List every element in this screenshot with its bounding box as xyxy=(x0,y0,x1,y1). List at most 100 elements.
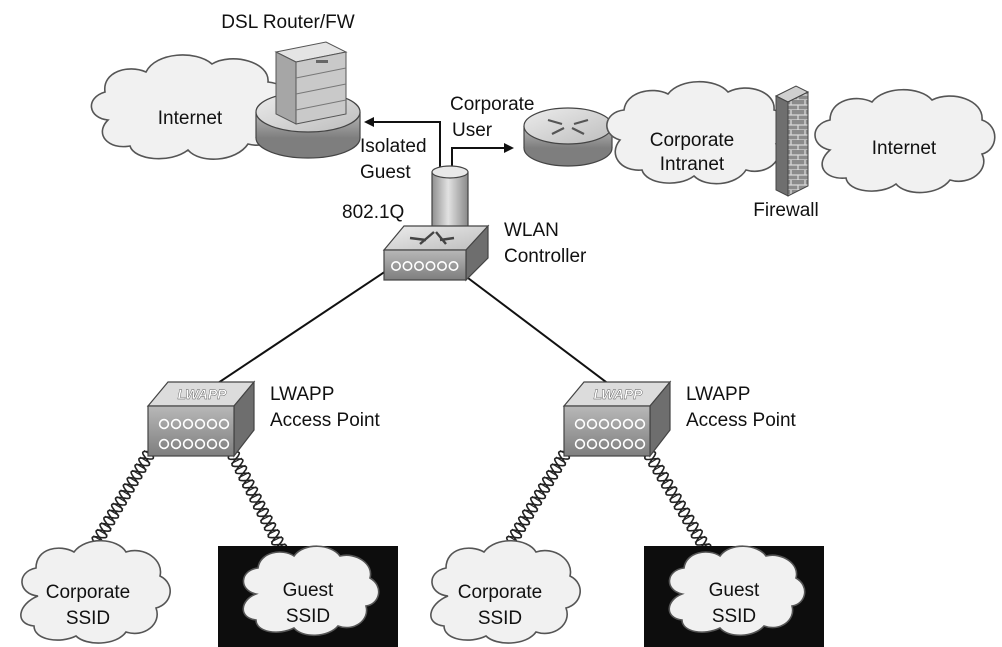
helix-rung xyxy=(694,535,706,543)
corp-ssid-right-label-2: SSID xyxy=(478,608,522,629)
port-ring xyxy=(586,438,598,450)
port-ring xyxy=(574,418,586,430)
helix-rung xyxy=(673,500,685,508)
guest-ssid-right: Guest SSID xyxy=(668,545,806,637)
port-ring xyxy=(436,260,447,271)
helix-rung xyxy=(690,528,702,536)
cloud-icon xyxy=(20,540,171,644)
helix-rung xyxy=(547,469,559,477)
helix-rung xyxy=(252,500,264,507)
corporate-intranet-cloud: Corporate Intranet xyxy=(606,81,791,185)
cloud-icon xyxy=(242,545,380,637)
port-ring xyxy=(158,418,170,430)
port-ring xyxy=(218,418,230,430)
helix-rung xyxy=(96,528,108,536)
helix-rung xyxy=(543,476,555,484)
port-ring xyxy=(206,418,218,430)
helix-rung xyxy=(128,476,139,484)
dsl-router-label: DSL Router/FW xyxy=(221,12,354,33)
helix-rung xyxy=(241,479,254,486)
corp-ssid-right-label-1: Corporate xyxy=(458,582,543,603)
guest-ssid-right-label-2: SSID xyxy=(712,606,756,627)
ap-badge-left: LWAPP xyxy=(177,386,227,402)
internet-right-label: Internet xyxy=(872,138,937,159)
helix-rung xyxy=(259,514,272,522)
guest-ssid-right-label-1: Guest xyxy=(709,580,760,601)
corporate-ssid-right: Corporate SSID xyxy=(430,540,581,644)
port-ring xyxy=(448,260,459,271)
port-ring xyxy=(182,418,194,430)
cloud-icon xyxy=(668,545,806,637)
router-icon xyxy=(523,107,613,145)
corp-ssid-left-label-1: Corporate xyxy=(46,582,131,603)
helix-rung xyxy=(245,486,257,493)
port-ring xyxy=(622,438,634,450)
port-ring xyxy=(158,438,170,450)
helix-rung xyxy=(263,521,275,529)
access-point-icon xyxy=(563,405,651,457)
wlan-controller: WLAN Controller xyxy=(382,220,587,282)
isolated-guest-label-2: Guest xyxy=(360,162,411,183)
helix-rung xyxy=(234,464,246,472)
helix-rung xyxy=(100,522,112,530)
helix-rung xyxy=(124,482,136,490)
helix-rung xyxy=(535,489,547,497)
port-ring xyxy=(170,418,182,430)
guest-ssid-left: Guest SSID xyxy=(242,545,380,637)
helix-rung xyxy=(270,536,283,543)
access-point-left: LWAPP LWAPP Access Point xyxy=(146,380,381,458)
port-ring xyxy=(194,438,206,450)
port-ring xyxy=(622,418,634,430)
isolated-guest-label-1: Isolated xyxy=(360,136,427,157)
corporate-ssid-left: Corporate SSID xyxy=(20,540,171,644)
helix-rung xyxy=(523,509,535,517)
port-ring xyxy=(182,438,194,450)
arrow-isolated-guest xyxy=(364,117,441,170)
port-ring xyxy=(413,260,424,271)
corporate-intranet-label-2: Intranet xyxy=(660,154,725,175)
access-point-right: LWAPP LWAPP Access Point xyxy=(562,380,797,458)
access-point-icon xyxy=(147,405,235,457)
helix-rung xyxy=(238,471,250,479)
helix-rung xyxy=(519,515,531,523)
guest-ssid-left-label-2: SSID xyxy=(286,606,330,627)
port-ring xyxy=(206,438,218,450)
port-ring xyxy=(194,418,206,430)
helix-rung xyxy=(135,463,147,471)
helix-rung xyxy=(551,463,563,471)
helix-rung xyxy=(112,502,124,510)
cloud-icon xyxy=(814,89,996,194)
helix-rung xyxy=(652,464,664,472)
helix-rung xyxy=(256,507,268,515)
firewall-icon: Firewall xyxy=(753,85,819,221)
helix-rung xyxy=(511,528,523,536)
port-ring xyxy=(425,260,436,271)
port-ring xyxy=(634,418,646,430)
port-ring xyxy=(574,438,586,450)
port-ring xyxy=(610,418,622,430)
firewall-label: Firewall xyxy=(753,200,818,221)
corporate-router xyxy=(523,107,613,167)
helix-rung xyxy=(139,456,151,464)
corporate-user-label-1: Corporate xyxy=(450,94,535,115)
helix-rung xyxy=(669,492,681,501)
guest-ssid-left-label-1: Guest xyxy=(283,580,334,601)
port-ring xyxy=(390,260,401,271)
port-ring xyxy=(610,438,622,450)
port-ring xyxy=(170,438,182,450)
helix-rung xyxy=(531,495,543,504)
cloud-icon xyxy=(430,540,581,644)
helix-rung xyxy=(660,478,672,486)
link-controller-to-ap-right xyxy=(459,271,611,386)
helix-rung xyxy=(539,482,551,491)
helix-rung xyxy=(656,471,668,479)
server-icon xyxy=(274,41,348,125)
helix-rung xyxy=(249,493,261,500)
helix-rung xyxy=(120,489,132,497)
helix-rung xyxy=(681,514,693,522)
corporate-user-label-2: User xyxy=(452,120,493,141)
corp-ssid-left-label-2: SSID xyxy=(66,608,110,629)
ap-left-label-2: Access Point xyxy=(270,410,381,431)
port-ring xyxy=(598,418,610,430)
